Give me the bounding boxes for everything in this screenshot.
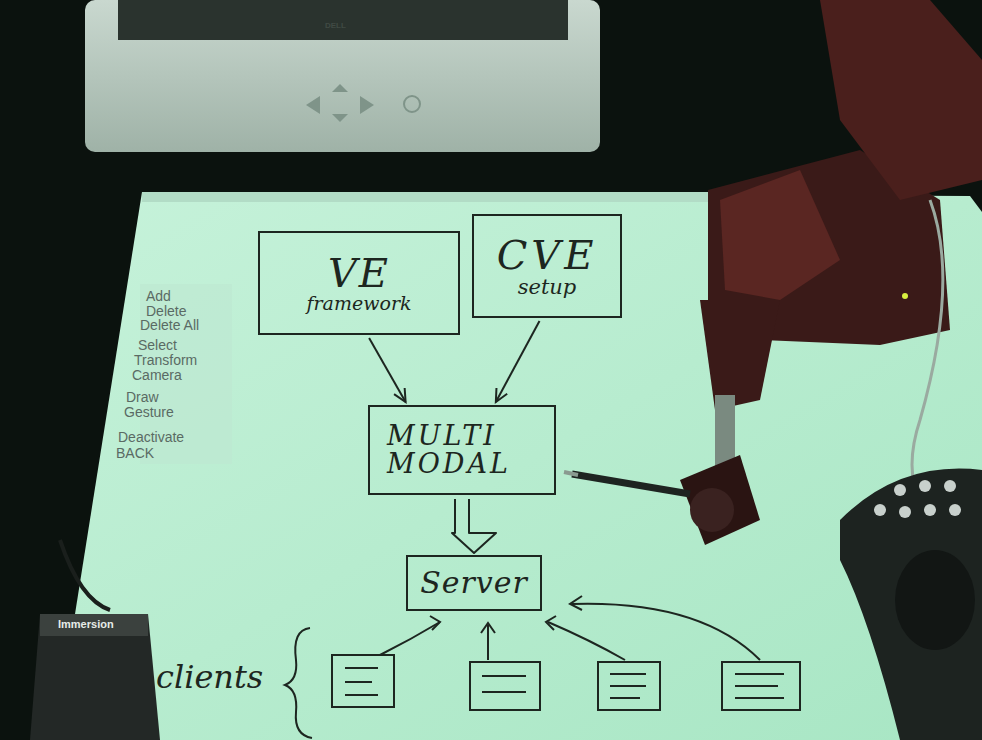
setup-box: CVEsetup xyxy=(472,214,622,318)
box-subtitle: setup xyxy=(518,276,577,298)
box-title: VE xyxy=(328,252,390,294)
flow-arrow xyxy=(369,338,406,402)
menu-item: Deactivate xyxy=(118,430,184,445)
menu-item: Gesture xyxy=(124,405,174,420)
box-subtitle: framework xyxy=(306,294,411,314)
menu-item: Select xyxy=(138,338,177,353)
menu-item: Transform xyxy=(134,353,197,368)
menu-item: Camera xyxy=(132,368,182,383)
client-sketches xyxy=(285,596,800,738)
brand-label: Immersion xyxy=(58,618,114,630)
flow-arrow xyxy=(496,321,540,402)
interface-box xyxy=(30,614,160,740)
spacemouse xyxy=(840,469,982,740)
box-title: CVE xyxy=(497,234,598,276)
server-box: Server xyxy=(406,555,542,611)
monitor xyxy=(85,0,600,152)
framework-box: VEframework xyxy=(258,231,460,335)
flow-arrow xyxy=(452,499,496,553)
brand-logo: DELL xyxy=(325,22,346,31)
menu-item: Delete All xyxy=(140,318,199,333)
group-label: clients xyxy=(156,660,263,695)
haptic-arm xyxy=(564,0,982,545)
menu-item: BACK xyxy=(116,446,154,461)
box-title: MULTI MODAL xyxy=(387,422,537,479)
menu-item: Add xyxy=(146,289,171,304)
menu-item: Draw xyxy=(126,390,159,405)
multimodal-box: MULTI MODAL xyxy=(368,405,556,495)
box-title: Server xyxy=(420,567,528,599)
